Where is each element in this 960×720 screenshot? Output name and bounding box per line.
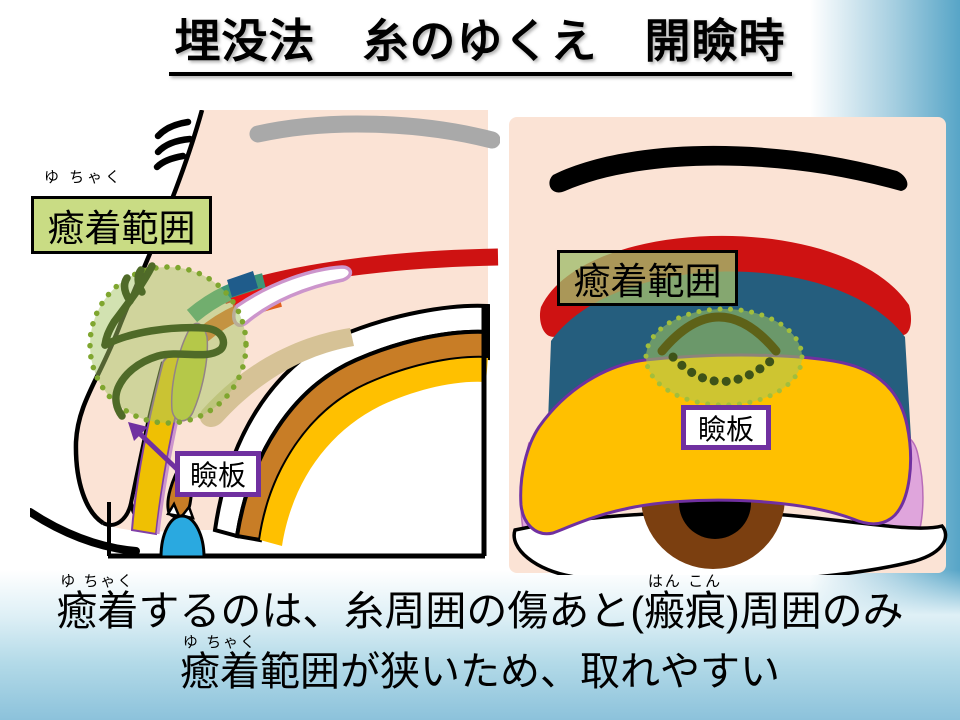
caption-text: 範囲が狭いため、取れやすい bbox=[260, 650, 780, 695]
caption-seg: するのは、糸周囲の傷あと( bbox=[138, 588, 644, 634]
blue-gland-dome bbox=[159, 514, 206, 559]
blue-segment bbox=[227, 271, 258, 297]
suture-thread-left bbox=[101, 262, 228, 420]
caption-seg: )周囲のみ bbox=[726, 588, 904, 634]
tarsus-text-right: 瞼板 bbox=[697, 413, 754, 445]
adhesion-range-label-right: 癒着範囲 bbox=[557, 250, 738, 306]
suture-thread-right-arc bbox=[657, 312, 781, 356]
caption-text: 瘢痕 bbox=[644, 588, 726, 634]
caption-seg: ゆ ちゃく癒着 bbox=[180, 635, 260, 695]
caption-seg: 範囲が狭いため、取れやすい bbox=[260, 651, 780, 693]
lash-curl-1 bbox=[154, 118, 192, 140]
caption-text: 癒着 bbox=[180, 650, 260, 695]
thread-entry bbox=[101, 262, 156, 349]
title-text: 埋没法 糸のゆくえ 開瞼時 bbox=[168, 16, 792, 76]
tarsus-arrow-head bbox=[128, 422, 148, 441]
caption-line-1: ゆ ちゃく癒着するのは、糸周囲の傷あと(はん こん瘢痕)周囲のみ bbox=[0, 572, 960, 633]
right-diagram-svg bbox=[509, 117, 948, 575]
caption-text: するのは、糸周囲の傷あと( bbox=[138, 588, 644, 634]
lash-curl-2 bbox=[154, 135, 194, 156]
furigana: ゆ ちゃく bbox=[182, 634, 258, 652]
amber-layer-band bbox=[260, 357, 488, 546]
furigana: ゆ ちゃく bbox=[60, 573, 135, 590]
caption-seg: はん こん瘢痕 bbox=[644, 574, 726, 634]
lower-lid-curve bbox=[30, 508, 140, 555]
suture-thread-right-dotted bbox=[668, 352, 778, 386]
eyebrow-black bbox=[549, 145, 908, 193]
adhesion-range-label-left: 癒着範囲 bbox=[31, 196, 212, 254]
lash-curls bbox=[153, 118, 194, 171]
caption-line-2: ゆ ちゃく癒着範囲が狭いため、取れやすい bbox=[0, 634, 960, 693]
caption-seg: ゆ ちゃく癒着 bbox=[56, 574, 139, 634]
adhesion-range-text-right: 癒着範囲 bbox=[573, 261, 722, 302]
tarsus-label-left: 瞼板 bbox=[175, 451, 261, 497]
adhesion-circle-left-dots bbox=[87, 264, 249, 426]
furigana: はん こん bbox=[647, 573, 723, 590]
adhesion-furigana-left: ゆ ちゃく bbox=[44, 169, 124, 186]
eyebrow-gray bbox=[249, 115, 500, 149]
caption-text: )周囲のみ bbox=[726, 588, 904, 634]
page-title: 埋没法 糸のゆくえ 開瞼時 bbox=[0, 16, 960, 76]
thread-loop bbox=[101, 323, 228, 420]
tarsus-label-right: 瞼板 bbox=[681, 405, 771, 450]
lash-spike-1 bbox=[165, 501, 182, 518]
thread-stub-2 bbox=[134, 266, 146, 296]
thread-stub-1 bbox=[120, 274, 134, 305]
caption-block: ゆ ちゃく癒着するのは、糸周囲の傷あと(はん こん瘢痕)周囲のみ ゆ ちゃく癒着… bbox=[0, 572, 960, 693]
caption-text: 癒着 bbox=[56, 588, 139, 634]
adhesion-circle-right-dots bbox=[643, 306, 805, 408]
tarsus-text-left: 瞼板 bbox=[189, 460, 246, 491]
lash-curl-3 bbox=[153, 152, 187, 171]
adhesion-range-text-left: 癒着範囲 bbox=[47, 208, 196, 249]
tan-band bbox=[199, 328, 354, 427]
tarsus-arrow-line bbox=[136, 430, 182, 474]
background-gradient-bottom bbox=[0, 570, 960, 720]
